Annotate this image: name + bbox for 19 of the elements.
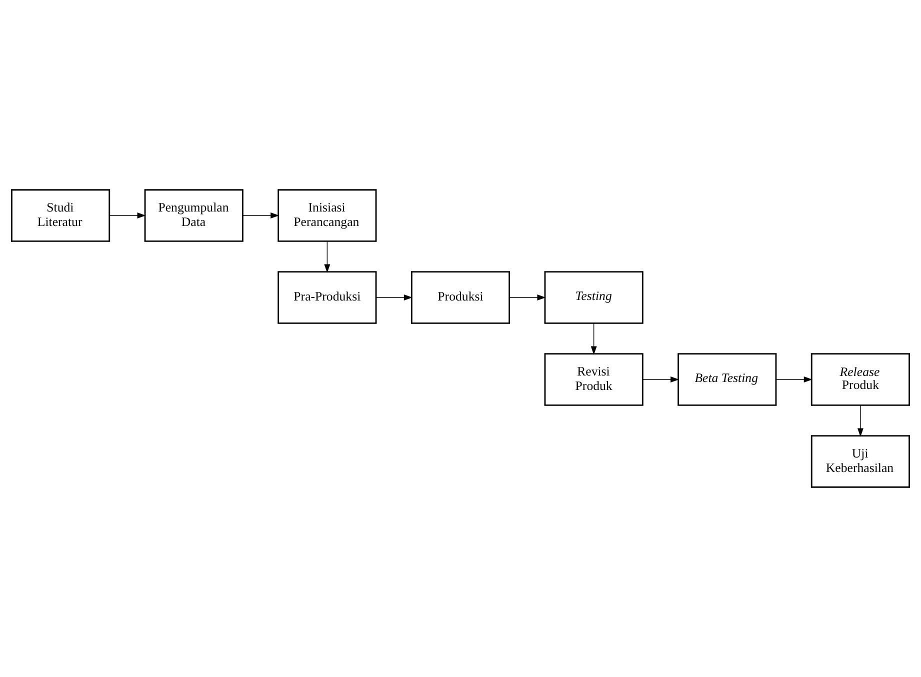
- arrow: [776, 376, 812, 382]
- node-box: Studi Literatur: [11, 189, 110, 242]
- arrow: [109, 212, 146, 219]
- node-box: Release Produk: [810, 353, 910, 406]
- node-box: Pengumpulan Data: [144, 189, 244, 242]
- node-box: Testing: [544, 271, 644, 324]
- arrow: [590, 322, 597, 355]
- node-box: Pra-Produksi: [278, 271, 377, 324]
- node-box: Beta Testing: [678, 353, 777, 406]
- node-box: Uji Keberhasilan: [810, 435, 910, 488]
- node-box: Revisi Produk: [544, 353, 644, 406]
- arrow: [857, 404, 864, 437]
- node-box: Produksi: [410, 271, 510, 324]
- arrow: [324, 240, 330, 273]
- arrow: [509, 294, 546, 300]
- arrow: [376, 294, 412, 300]
- arrow: [242, 212, 280, 219]
- node-box: Inisiasi Perancangan: [278, 189, 377, 242]
- arrow: [642, 376, 680, 382]
